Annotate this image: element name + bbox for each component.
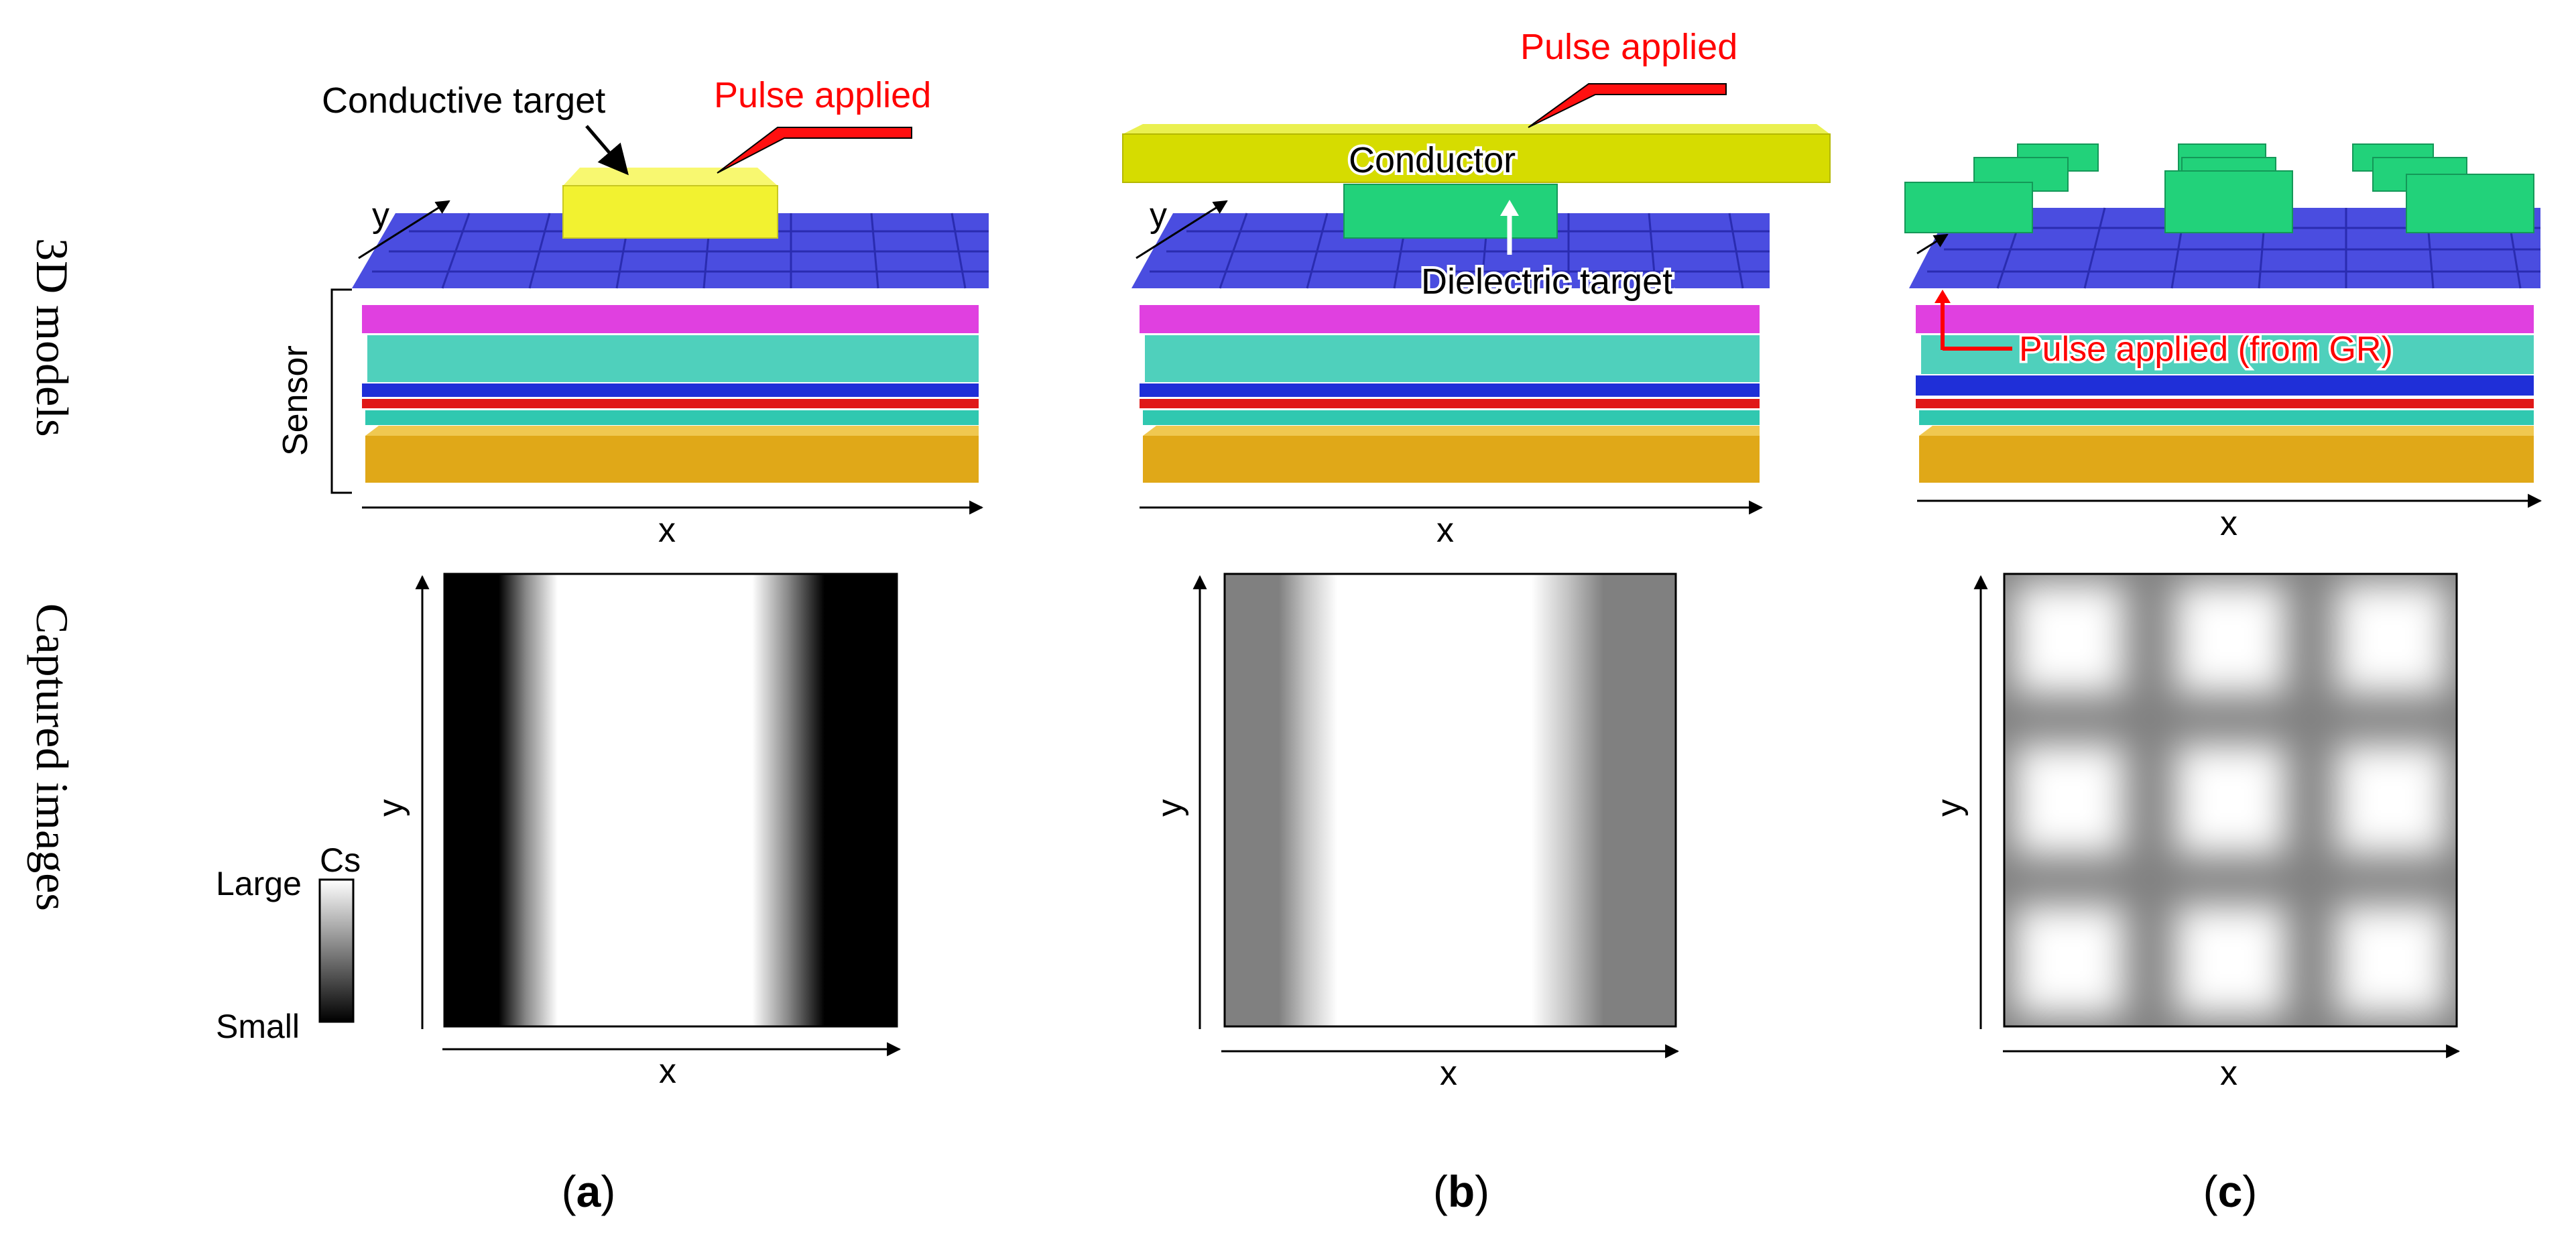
axis-y-arrow (1136, 200, 1228, 259)
dielectric-target-label: Dielectric target (1421, 261, 1672, 302)
conductor-label: Conductor (1349, 140, 1516, 180)
conductive-target-top (563, 168, 778, 186)
image-axis-x-label: x (2220, 1054, 2237, 1093)
sensor-bracket (330, 288, 352, 494)
image-axis-x-label: x (659, 1052, 676, 1091)
panel-a-captured-image: y x (371, 573, 902, 1091)
bright-square (2014, 905, 2125, 1016)
dielectric-target-block (1343, 184, 1558, 239)
pulse-pointer (717, 127, 912, 174)
bright-square (2014, 583, 2125, 694)
bright-square (2175, 583, 2286, 694)
panel-a-3d-model: y Sensor x Conductive target Pulse appli… (276, 75, 989, 550)
image-axis-y-label: y (1930, 799, 1969, 817)
conductor-plate-top (1123, 124, 1830, 134)
panel-c-3d-model: x Pulse applied (from GR) (1904, 143, 2542, 543)
capacitance-map-frame (2003, 573, 2458, 1028)
row-label-3d-models: 3D models (27, 238, 78, 437)
conductive-target-label: Conductive target (322, 80, 605, 121)
electrode-grid (1150, 213, 1770, 289)
image-axis-y-label: y (371, 799, 410, 817)
axis-y-label: y (372, 196, 389, 235)
capacitance-map (443, 573, 898, 1028)
axis-y-arrow (1916, 233, 1949, 255)
dielectric-target-blocks (1904, 143, 2534, 233)
caption-c: (c) (2203, 1167, 2258, 1216)
colorbar-gradient (318, 878, 355, 1023)
image-axis-y-label: y (1150, 799, 1189, 817)
colorbar: Cs Large Small (216, 841, 361, 1045)
conductive-target-block (562, 185, 778, 239)
axis-x-label: x (2220, 504, 2237, 543)
axis-y-arrow (358, 200, 450, 259)
conductor-plate (1122, 133, 1831, 183)
sensor-label: Sensor (276, 345, 315, 456)
colorbar-small-label: Small (216, 1008, 300, 1045)
panel-b-captured-image: y x (1150, 573, 1680, 1093)
bright-square (2175, 744, 2286, 855)
colorbar-large-label: Large (216, 865, 302, 902)
row-label-captured-images: Captured images (27, 603, 78, 911)
bright-square (2336, 583, 2447, 694)
pulse-applied-label: Pulse applied (1520, 27, 1737, 67)
axis-y-label: y (1150, 196, 1167, 235)
panel-c-captured-image: y x (1930, 573, 2461, 1093)
pulse-applied-label: Pulse applied (714, 75, 931, 115)
axis-x-label: x (658, 511, 676, 550)
pulse-applied-label: Pulse applied (from GR) (2019, 330, 2393, 369)
bright-square (2336, 905, 2447, 1016)
caption-b: (b) (1433, 1167, 1489, 1216)
panel-b-3d-model: y x Conductor Dielectric target Pulse ap… (1122, 27, 1831, 550)
colorbar-title: Cs (320, 841, 361, 879)
caption-a: (a) (562, 1167, 616, 1216)
target-arrow (585, 125, 629, 176)
axis-x-label: x (1436, 511, 1454, 550)
capacitance-map (1223, 573, 1677, 1028)
bright-square (2336, 744, 2447, 855)
image-axis-x-label: x (1440, 1054, 1457, 1093)
bright-square (2014, 744, 2125, 855)
bright-square (2175, 905, 2286, 1016)
pulse-pointer (1528, 83, 1727, 128)
